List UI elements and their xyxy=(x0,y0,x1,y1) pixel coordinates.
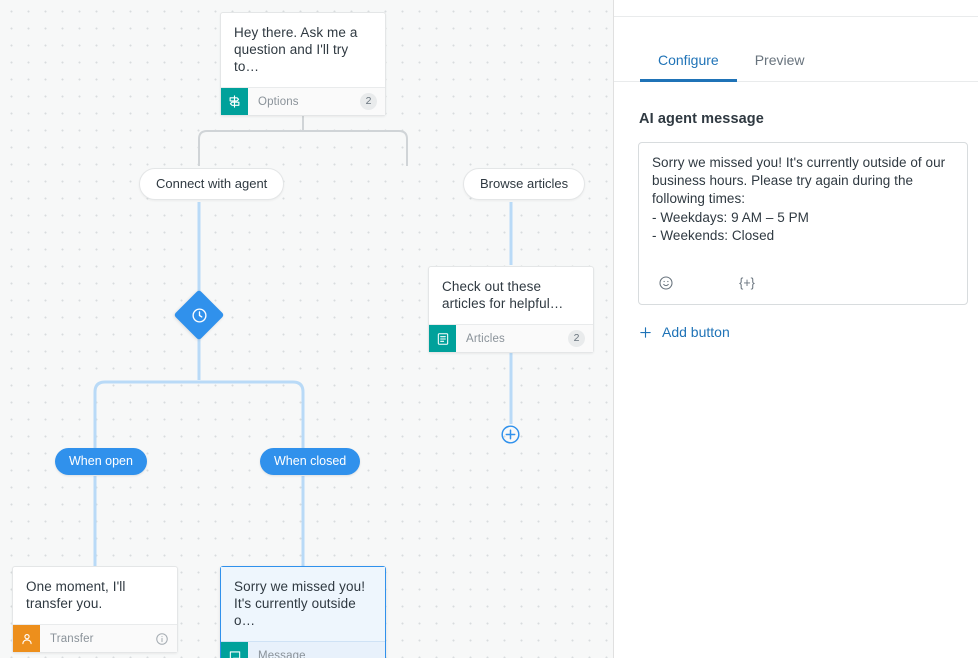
flow-node-footer[interactable]: Articles 2 xyxy=(429,324,593,352)
flow-node-transfer[interactable]: One moment, I'll transfer you. Transfer xyxy=(12,566,178,653)
flow-node-footer-label: Articles xyxy=(466,332,505,345)
ai-agent-message-text[interactable]: Sorry we missed you! It's currently outs… xyxy=(652,155,946,243)
option-pill-label: Browse articles xyxy=(480,176,569,191)
flow-node-greeting[interactable]: Hey there. Ask me a question and I'll tr… xyxy=(220,12,386,116)
add-button-label: Add button xyxy=(662,324,730,340)
chat-bubble-icon xyxy=(221,642,248,658)
flow-node-text: Sorry we missed you! It's currently outs… xyxy=(221,567,385,641)
flow-node-articles[interactable]: Check out these articles for helpful… Ar… xyxy=(428,266,594,353)
flow-node-text: Hey there. Ask me a question and I'll tr… xyxy=(234,25,358,74)
flow-node-footer[interactable]: Options 2 xyxy=(221,87,385,115)
flow-node-footer-label: Options xyxy=(258,95,299,108)
flow-node-footer[interactable]: Transfer xyxy=(13,624,177,652)
flow-canvas[interactable]: Hey there. Ask me a question and I'll tr… xyxy=(0,0,613,658)
tab-label: Configure xyxy=(658,52,719,68)
option-pill-label: Connect with agent xyxy=(156,176,268,191)
emoji-icon[interactable] xyxy=(653,272,679,294)
editor-toolbar: {+} xyxy=(639,272,967,294)
plus-icon xyxy=(638,325,653,340)
condition-pill-when-open[interactable]: When open xyxy=(55,448,147,475)
panel-top-divider xyxy=(614,16,978,17)
condition-node-business-hours[interactable] xyxy=(173,289,225,341)
condition-pill-label: When open xyxy=(69,454,133,468)
flow-node-footer-label: Transfer xyxy=(50,632,94,645)
configuration-panel: Configure Preview xyxy=(614,0,978,658)
section-title: AI agent message xyxy=(639,111,764,127)
condition-pill-label: When closed xyxy=(274,454,347,468)
flow-connectors xyxy=(93,95,513,658)
panel-tabs: Configure Preview xyxy=(614,40,978,82)
plus-circle-icon xyxy=(501,425,520,444)
add-button-link[interactable]: Add button xyxy=(638,324,730,340)
flow-node-footer[interactable]: Message xyxy=(221,641,385,658)
article-icon xyxy=(429,325,456,352)
flow-node-text: One moment, I'll transfer you. xyxy=(26,579,126,611)
canvas-panel-divider xyxy=(613,0,614,658)
add-node-button[interactable] xyxy=(500,424,521,445)
info-icon[interactable] xyxy=(155,632,169,646)
agent-icon xyxy=(13,625,40,652)
variable-icon[interactable]: {+} xyxy=(734,272,760,294)
flow-node-text: Check out these articles for helpful… xyxy=(442,279,564,311)
flow-node-footer-label: Message xyxy=(258,649,306,658)
clock-icon xyxy=(181,297,217,333)
flow-node-badge: 2 xyxy=(568,330,585,347)
ai-agent-message-editor[interactable]: Sorry we missed you! It's currently outs… xyxy=(638,142,968,305)
variable-icon-glyph: {+} xyxy=(739,276,755,290)
option-pill-connect-with-agent[interactable]: Connect with agent xyxy=(139,168,285,200)
flow-node-after-hours-message[interactable]: Sorry we missed you! It's currently outs… xyxy=(220,566,386,658)
signpost-icon xyxy=(221,88,248,115)
tab-configure[interactable]: Configure xyxy=(640,40,737,82)
tab-label: Preview xyxy=(754,52,805,68)
option-pill-browse-articles[interactable]: Browse articles xyxy=(463,168,586,200)
condition-pill-when-closed[interactable]: When closed xyxy=(260,448,361,475)
tab-preview[interactable]: Preview xyxy=(737,40,823,82)
flow-node-badge: 2 xyxy=(360,93,377,110)
